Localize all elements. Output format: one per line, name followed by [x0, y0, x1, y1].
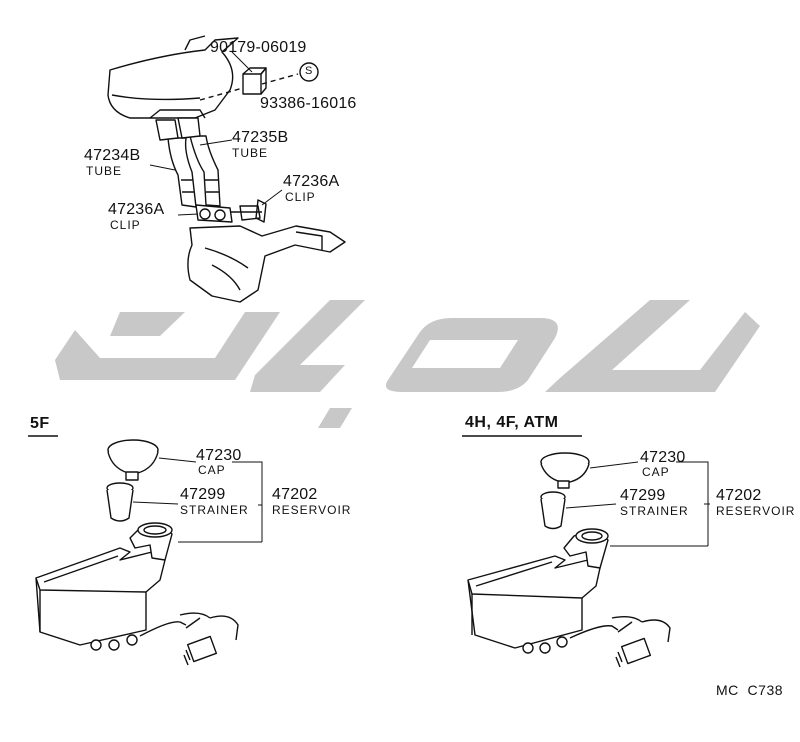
left-cap-name: CAP	[198, 463, 226, 477]
left-reservoir-name: RESERVOIR	[272, 503, 352, 517]
part-name-47235B: TUBE	[232, 146, 269, 160]
part-number-47235B: 47235B	[232, 129, 289, 146]
diagram-reference-code: MC C738	[716, 682, 784, 698]
section-heading-4H-4F-ATM: 4H, 4F, ATM	[465, 414, 559, 431]
part-number-93386: 93386-16016	[260, 95, 357, 112]
upper-assembly-drawing	[107, 35, 346, 303]
left-leader-lines	[28, 435, 263, 543]
right-reservoir-part-number: 47202	[716, 487, 762, 504]
left-strainer-part-number: 47299	[180, 486, 226, 503]
left-cap-part-number: 47230	[196, 447, 242, 464]
part-name-47234B: TUBE	[86, 164, 123, 178]
part-number-47236A-left: 47236A	[108, 201, 165, 218]
section-heading-5F: 5F	[30, 415, 50, 432]
part-number-47236A-right: 47236A	[283, 173, 340, 190]
part-number-90179: 90179-06019	[210, 39, 307, 56]
right-reservoir-drawing	[467, 452, 671, 668]
left-reservoir-drawing	[35, 439, 239, 666]
left-strainer-name: STRAINER	[180, 503, 249, 517]
right-leader-lines	[462, 435, 710, 547]
right-cap-part-number: 47230	[640, 449, 686, 466]
right-strainer-name: STRAINER	[620, 504, 689, 518]
part-name-47236A-right: CLIP	[285, 190, 316, 204]
upper-leader-lines	[149, 51, 283, 216]
right-cap-name: CAP	[642, 465, 670, 479]
right-reservoir-name: RESERVOIR	[716, 504, 796, 518]
right-strainer-part-number: 47299	[620, 487, 666, 504]
part-name-47236A-left: CLIP	[110, 218, 141, 232]
part-number-47234B: 47234B	[84, 147, 141, 164]
s-mark: S	[305, 65, 314, 77]
left-reservoir-part-number: 47202	[272, 486, 318, 503]
watermark-logo	[55, 300, 760, 428]
